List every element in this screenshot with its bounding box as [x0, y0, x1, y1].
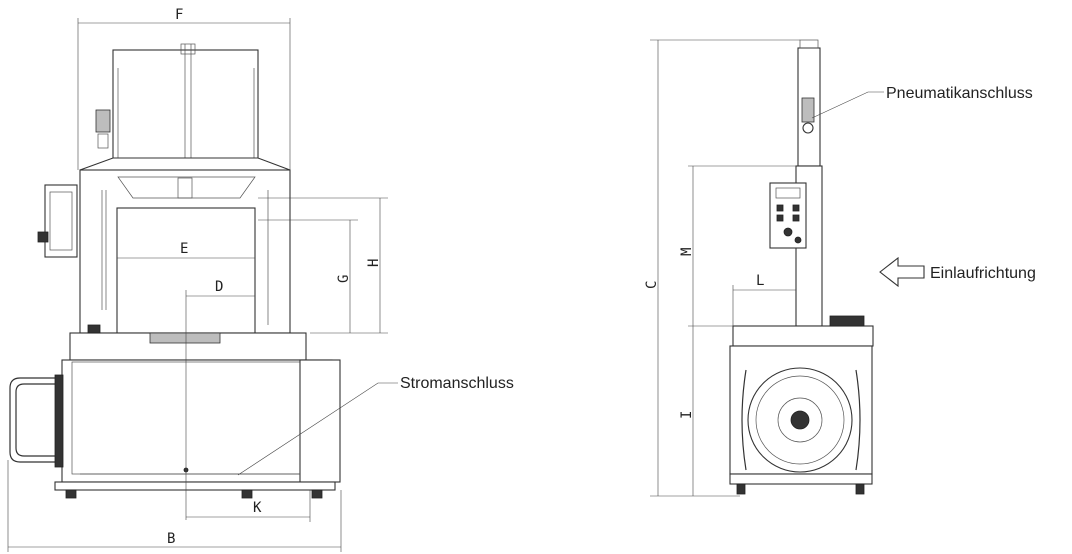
side-base-rail [729, 473, 873, 485]
dim-label-l: L [756, 273, 764, 289]
label-power: Stromanschluss [400, 375, 514, 392]
table-rollers [149, 332, 221, 344]
side-foot-right [855, 483, 865, 495]
control-button-1 [776, 204, 784, 212]
dim-label-d: D [215, 279, 223, 295]
base-foot-rail [54, 481, 336, 491]
control-button-2 [792, 204, 800, 212]
head-roof [79, 157, 291, 171]
head-center-unit [177, 177, 193, 199]
label-infeed: Einlaufrichtung [930, 265, 1036, 282]
arch-top-block [180, 43, 196, 55]
strap-reel-hub [790, 410, 810, 430]
dim-label-b: B [167, 531, 175, 547]
reel-holder-plate [54, 374, 64, 468]
label-pneumatic: Pneumatikanschluss [886, 85, 1033, 102]
head-hopper [117, 176, 256, 199]
control-display [775, 187, 801, 199]
foot-left [65, 489, 77, 499]
side-base-left-arc [741, 369, 747, 471]
leader-power [237, 382, 398, 476]
foot-center [241, 489, 253, 499]
filter-bowl [97, 133, 109, 149]
leader-pneumatic [811, 91, 884, 119]
side-view: C M I L Pneumatikanschluss Einlaufrichtu… [644, 39, 1036, 497]
side-foot-left [736, 483, 746, 495]
side-motor-knob [37, 231, 49, 243]
strap-reel-middle [755, 375, 845, 465]
pressure-gauge [802, 122, 814, 134]
column-top-cap [799, 39, 819, 49]
filter-regulator [95, 109, 111, 133]
control-button-3 [776, 214, 784, 222]
side-base-right-arc [855, 369, 861, 471]
dim-label-e: E [180, 241, 188, 257]
pressure-regulator [801, 97, 815, 123]
infeed-arrow-icon [879, 256, 925, 288]
dim-label-m: M [679, 248, 695, 256]
control-button-4 [792, 214, 800, 222]
front-view: F E D G H K B Stromanschluss [7, 7, 514, 552]
dim-label-c: C [644, 281, 660, 289]
dim-label-i: I [679, 411, 695, 419]
control-knob [783, 227, 793, 237]
dim-label-h: H [366, 259, 382, 267]
side-table-top [732, 325, 874, 347]
side-table-roller [829, 315, 865, 327]
base-body [61, 359, 333, 483]
reel-handle [9, 377, 55, 463]
side-motor-cover [49, 191, 73, 251]
dim-label-f: F [175, 7, 183, 23]
top-arch-housing [112, 49, 259, 171]
dim-label-g: G [336, 275, 352, 283]
dim-label-k: K [253, 500, 262, 516]
strap-reel-inner [777, 397, 823, 443]
reel-handle-inner [15, 383, 55, 457]
foot-right [311, 489, 323, 499]
control-estop [794, 236, 802, 244]
table-clamp [87, 324, 101, 334]
